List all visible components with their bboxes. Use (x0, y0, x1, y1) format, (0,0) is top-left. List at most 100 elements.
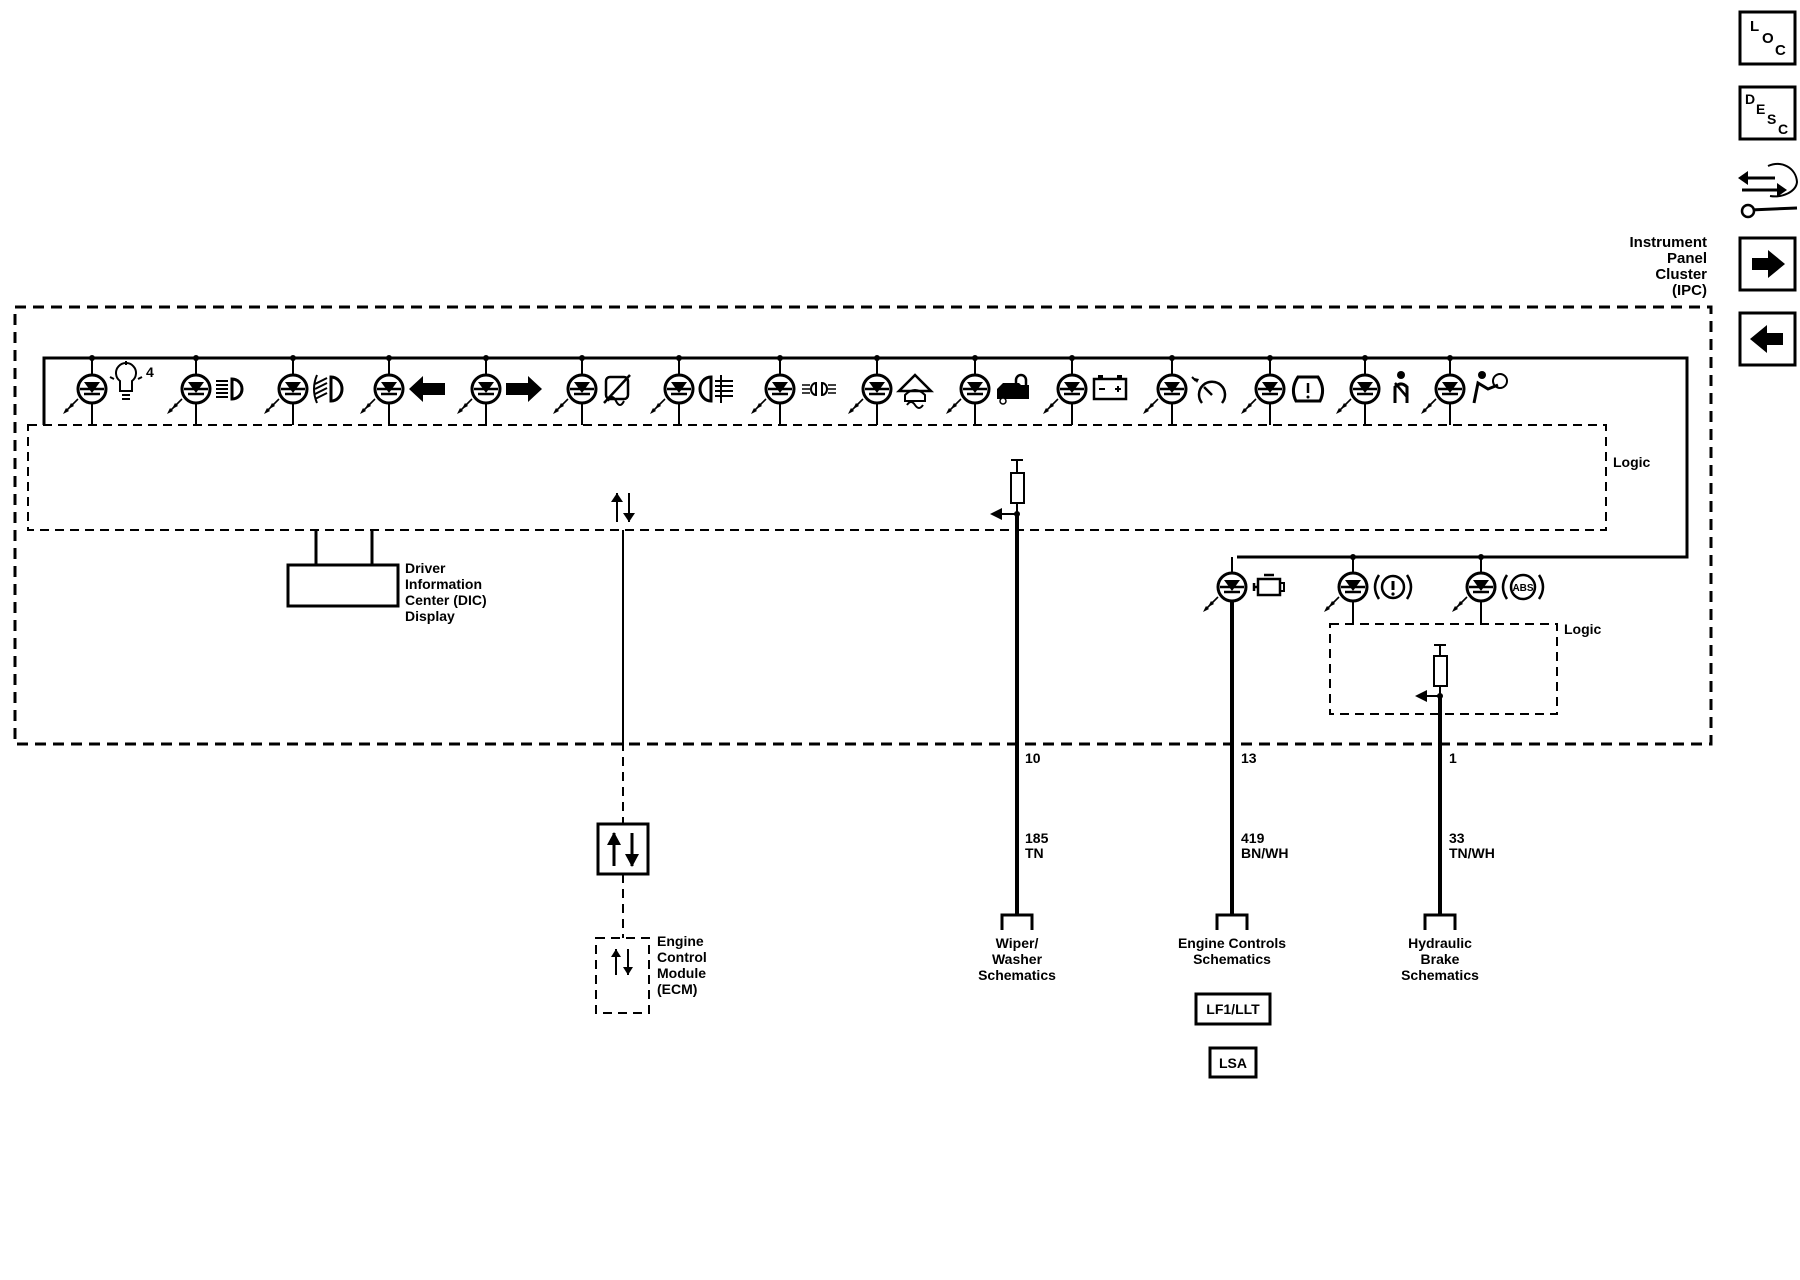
led-indicator (1450, 571, 1497, 614)
indicator-brake-warning (1322, 554, 1413, 624)
loc-button[interactable]: L O C (1738, 10, 1797, 66)
serial-data-line (596, 493, 650, 938)
led-indicator (944, 373, 991, 416)
indicator-stabilitrak (846, 355, 935, 425)
svg-text:Schematics: Schematics (1401, 967, 1479, 983)
security-lock-icon (997, 373, 1029, 405)
svg-text:D: D (1745, 91, 1755, 107)
led-indicator (358, 373, 405, 416)
svg-text:4: 4 (146, 364, 154, 380)
cruise-control-icon (1191, 376, 1227, 404)
tire-pressure-icon (1291, 375, 1325, 403)
svg-text:Panel: Panel (1667, 250, 1707, 267)
bulb-check-icon: 4 (109, 361, 154, 400)
indicator-rear-fog-lamp (648, 355, 733, 425)
svg-text:LF1/LLT: LF1/LLT (1206, 1001, 1260, 1017)
svg-text:O: O (1762, 30, 1774, 47)
logic-block-2 (1329, 623, 1558, 715)
svg-text:419: 419 (1241, 830, 1265, 846)
led-indicator (262, 373, 309, 416)
arrow-left-icon (1750, 325, 1783, 353)
desc-button[interactable]: D E S C (1738, 85, 1797, 141)
svg-text:(ECM): (ECM) (657, 981, 697, 997)
wiper-connector (1000, 913, 1034, 930)
battery-icon (1092, 375, 1128, 401)
svg-text:Brake: Brake (1421, 951, 1460, 967)
led-indicator (1201, 571, 1248, 614)
led-indicator (455, 373, 502, 416)
serial-data-icon (611, 493, 635, 522)
indicator-high-beam (165, 355, 244, 425)
indicator-traction-off (551, 355, 631, 425)
front-fog-lamp-icon (313, 374, 344, 404)
svg-text:13: 13 (1241, 750, 1257, 766)
ipc-boundary (13, 305, 1713, 746)
indicator-cruise-control (1141, 355, 1227, 425)
next-page-button[interactable] (1738, 236, 1797, 292)
brake-connector (1423, 913, 1457, 930)
indicator-check-engine (1201, 557, 1285, 614)
svg-text:Instrument: Instrument (1629, 234, 1707, 251)
indicator-security-lock (944, 355, 1029, 425)
park-lamps-icon (802, 381, 836, 397)
connector-wrench-icon[interactable] (1738, 163, 1799, 219)
led-indicator (1334, 373, 1381, 416)
indicator-battery (1041, 355, 1128, 425)
stabilitrak-icon (895, 373, 935, 409)
svg-text:BN/WH: BN/WH (1241, 845, 1288, 861)
svg-text:S: S (1767, 111, 1776, 127)
svg-text:Wiper/: Wiper/ (996, 935, 1039, 951)
seat-belt-icon (1393, 371, 1409, 403)
svg-text:C: C (1778, 121, 1788, 137)
svg-text:1: 1 (1449, 750, 1457, 766)
logic2-label: Logic (1564, 621, 1602, 637)
svg-text:Cluster: Cluster (1655, 266, 1707, 283)
check-engine-icon (1252, 573, 1285, 597)
ecm-module: Engine Control Module (ECM) (595, 933, 707, 1014)
indicator-abs: ABS (1450, 554, 1545, 624)
svg-text:Module: Module (657, 965, 706, 981)
svg-text:Hydraulic: Hydraulic (1408, 935, 1472, 951)
power-bus (42, 356, 1689, 559)
indicator-turn-right-arrow (455, 355, 542, 425)
svg-text:TN: TN (1025, 845, 1044, 861)
turn-left-arrow-icon (409, 376, 445, 402)
logic-label: Logic (1613, 454, 1651, 470)
led-indicator (551, 373, 598, 416)
svg-text:(IPC): (IPC) (1672, 282, 1707, 299)
svg-text:Driver: Driver (405, 560, 446, 576)
wiper-washer-circuit: 10 185 TN Wiper/ Washer Schematics (978, 459, 1056, 983)
svg-text:Washer: Washer (992, 951, 1043, 967)
high-beam-icon (216, 377, 244, 401)
svg-text:Schematics: Schematics (978, 967, 1056, 983)
led-indicator (165, 373, 212, 416)
dic-display-box (286, 563, 400, 608)
svg-text:L: L (1750, 18, 1759, 35)
brake-warning-icon (1373, 574, 1413, 600)
airbag-icon (1472, 371, 1508, 404)
input-resistor (1010, 472, 1025, 504)
svg-text:Center (DIC): Center (DIC) (405, 592, 487, 608)
serial-data-connector (596, 822, 650, 876)
svg-text:Engine Controls: Engine Controls (1178, 935, 1286, 951)
lower-indicator-row: ABS (1201, 554, 1545, 624)
svg-text:LSA: LSA (1219, 1055, 1247, 1071)
abs-icon: ABS (1501, 573, 1545, 601)
indicator-seat-belt (1334, 355, 1409, 425)
svg-text:Information: Information (405, 576, 482, 592)
svg-text:E: E (1756, 101, 1765, 117)
rear-fog-lamp-icon (698, 375, 733, 403)
indicator-front-fog-lamp (262, 355, 344, 425)
led-indicator (1141, 373, 1188, 416)
svg-text:Schematics: Schematics (1193, 951, 1271, 967)
prev-page-button[interactable] (1738, 311, 1797, 367)
indicator-tire-pressure (1239, 355, 1325, 425)
svg-text:TN/WH: TN/WH (1449, 845, 1495, 861)
svg-text:10: 10 (1025, 750, 1041, 766)
indicator-bulb-check: 4 (61, 355, 154, 425)
svg-text:33: 33 (1449, 830, 1465, 846)
led-indicator (1239, 373, 1286, 416)
indicator-airbag (1419, 355, 1508, 425)
led-indicator (1322, 571, 1369, 614)
